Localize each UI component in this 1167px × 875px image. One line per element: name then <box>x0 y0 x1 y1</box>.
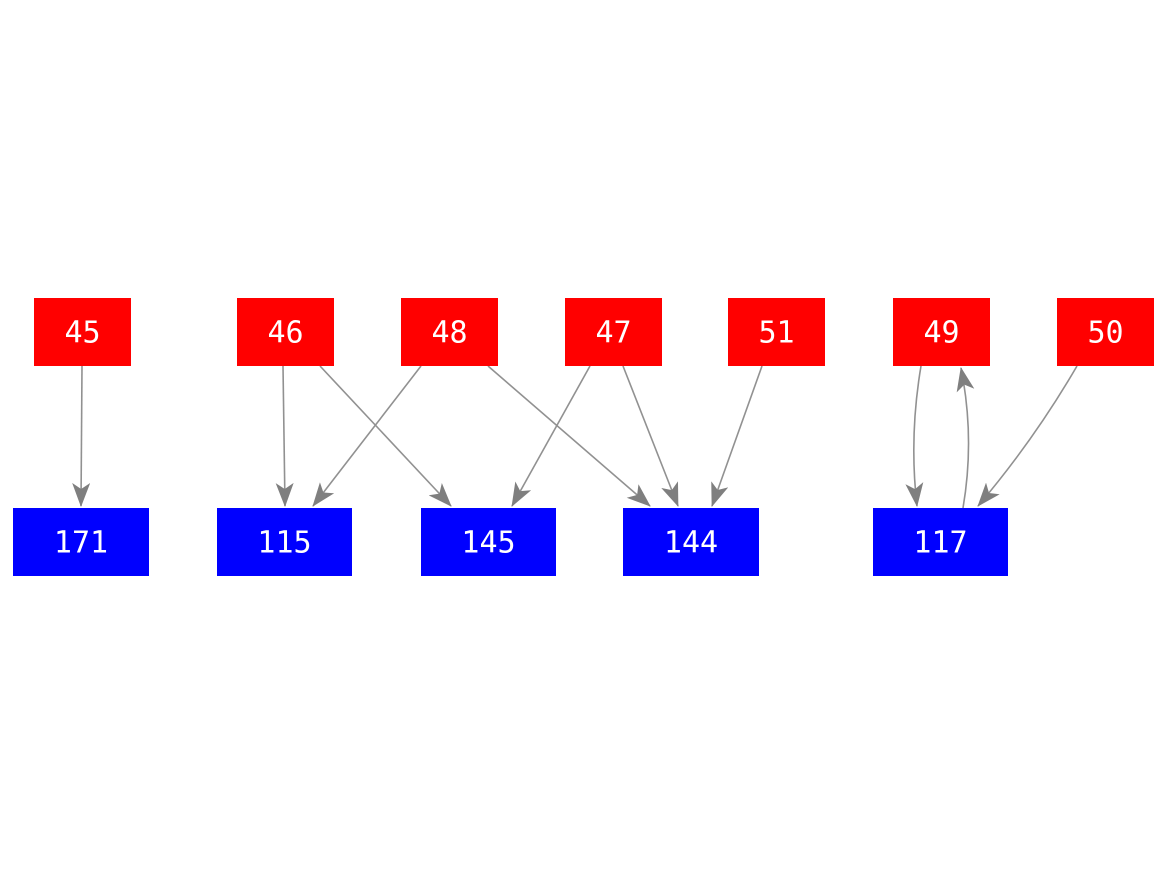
edge-117-49 <box>956 367 975 509</box>
edge-49-117 <box>905 365 924 507</box>
graph-node-171: 171 <box>13 508 149 576</box>
edge-50-117 <box>977 365 1078 507</box>
node-label-46: 46 <box>267 316 303 351</box>
graph-node-117: 117 <box>873 508 1008 576</box>
node-label-45: 45 <box>64 316 100 351</box>
node-rect-51 <box>728 298 825 366</box>
node-rect-171 <box>13 508 149 576</box>
node-label-115: 115 <box>257 526 311 561</box>
node-label-47: 47 <box>595 316 631 351</box>
node-label-51: 51 <box>758 316 794 351</box>
graph-node-48: 48 <box>401 298 498 366</box>
node-rect-48 <box>401 298 498 366</box>
node-rect-145 <box>421 508 556 576</box>
edge-47-144 <box>622 365 679 507</box>
node-rect-46 <box>237 298 334 366</box>
graph-node-46: 46 <box>237 298 334 366</box>
graph-node-145: 145 <box>421 508 556 576</box>
graph-node-115: 115 <box>217 508 352 576</box>
node-label-171: 171 <box>54 526 108 561</box>
edge-46-145 <box>319 365 452 507</box>
graph-node-47: 47 <box>565 298 662 366</box>
node-rect-50 <box>1057 298 1154 366</box>
node-label-117: 117 <box>913 526 967 561</box>
edge-51-144 <box>711 365 763 507</box>
node-rect-115 <box>217 508 352 576</box>
graph-node-51: 51 <box>728 298 825 366</box>
edge-47-145 <box>511 365 591 507</box>
node-rect-47 <box>565 298 662 366</box>
node-label-50: 50 <box>1087 316 1123 351</box>
node-rect-144 <box>623 508 759 576</box>
node-label-144: 144 <box>664 526 718 561</box>
graph-node-49: 49 <box>893 298 990 366</box>
edge-48-115 <box>312 365 422 507</box>
graph-node-144: 144 <box>623 508 759 576</box>
edge-45-171 <box>72 365 91 507</box>
node-rect-49 <box>893 298 990 366</box>
edge-46-115 <box>275 365 294 507</box>
graph-node-45: 45 <box>34 298 131 366</box>
edge-48-144 <box>487 365 651 507</box>
node-label-49: 49 <box>923 316 959 351</box>
node-rect-117 <box>873 508 1008 576</box>
node-label-145: 145 <box>461 526 515 561</box>
graph-node-50: 50 <box>1057 298 1154 366</box>
node-label-48: 48 <box>431 316 467 351</box>
node-rect-45 <box>34 298 131 366</box>
